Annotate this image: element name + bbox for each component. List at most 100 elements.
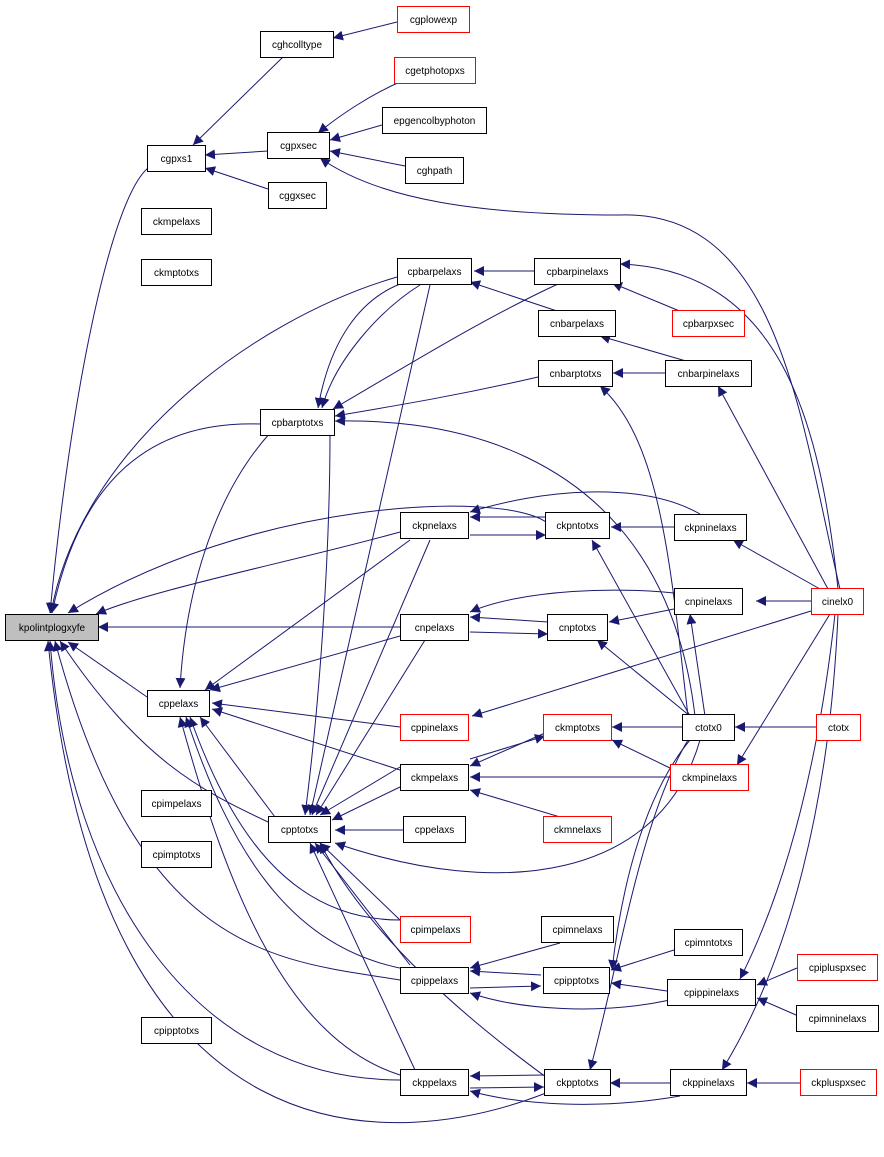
node-cinelx0[interactable]: cinelx0: [811, 588, 864, 615]
node-cggxsec[interactable]: cggxsec: [268, 182, 327, 209]
node-ctotx0[interactable]: ctotx0: [682, 714, 735, 741]
node-cpipluspxsec[interactable]: cpipluspxsec: [797, 954, 878, 981]
node-cpptotxs[interactable]: cpptotxs: [268, 816, 331, 843]
node-ckmpinelaxs[interactable]: ckmpinelaxs: [670, 764, 749, 791]
svg-text:ckpluspxsec: ckpluspxsec: [811, 1078, 865, 1089]
svg-text:epgencolbyphoton: epgencolbyphoton: [394, 116, 476, 127]
svg-text:cpimntotxs: cpimntotxs: [685, 938, 733, 949]
svg-text:ckppinelaxs: ckppinelaxs: [682, 1078, 734, 1089]
svg-text:ctotx: ctotx: [828, 723, 849, 734]
edge-cpimninelaxs-to-cpippinelaxs: [756, 997, 797, 1016]
edge-cinelx0-to-cpbarpinelaxs: [619, 259, 839, 590]
node-cppelaxs-right[interactable]: cppelaxs: [403, 816, 466, 843]
edge-ckpnelaxs-to-kpolintplogxyfe: [95, 531, 401, 615]
edge-ckppelaxs-to-cppelaxs: [177, 716, 401, 1076]
node-kpolintplogxyfe[interactable]: kpolintplogxyfe: [5, 614, 99, 641]
node-cpbarptotxs[interactable]: cpbarptotxs: [260, 409, 335, 436]
node-cnpinelaxs[interactable]: cnpinelaxs: [674, 588, 743, 615]
svg-text:ckpninelaxs: ckpninelaxs: [684, 523, 736, 534]
edge-cggxsec-to-cgpxs1: [204, 166, 269, 190]
node-ckpnelaxs[interactable]: ckpnelaxs: [400, 512, 469, 539]
svg-text:ckpnelaxs: ckpnelaxs: [412, 521, 456, 532]
node-ckpninelaxs[interactable]: ckpninelaxs: [674, 514, 747, 541]
node-cnpelaxs[interactable]: cnpelaxs: [400, 614, 469, 641]
node-cpbarpinelaxs[interactable]: cpbarpinelaxs: [534, 258, 621, 285]
edge-cppelaxs-to-kpolintplogxyfe: [67, 641, 148, 698]
node-cpimnelaxs[interactable]: cpimnelaxs: [541, 916, 614, 943]
edge-cpimnelaxs-to-cpippelaxs: [469, 942, 561, 971]
node-cpbarpelaxs[interactable]: cpbarpelaxs: [397, 258, 472, 285]
node-ckppinelaxs[interactable]: ckppinelaxs: [670, 1069, 747, 1096]
edge-ckmpelaxs-to-cpptotxs: [319, 766, 401, 816]
edge-cpippelaxs-to-kpolintplogxyfe: [52, 640, 401, 981]
svg-text:cppelaxs: cppelaxs: [159, 699, 198, 710]
node-cghcolltype[interactable]: cghcolltype: [260, 31, 334, 58]
svg-text:cpimninelaxs: cpimninelaxs: [809, 1014, 867, 1025]
node-cppinelaxs[interactable]: cppinelaxs: [400, 714, 469, 741]
edge-ckpninelaxs-to-ckpnelaxs: [469, 491, 701, 515]
svg-text:ctotx0: ctotx0: [695, 723, 722, 734]
edge-cpbarpinelaxs-to-cpbarptotxs: [332, 283, 559, 410]
svg-text:cppelaxs: cppelaxs: [415, 825, 454, 836]
edge-cpptotxs-to-kpolintplogxyfe: [59, 640, 269, 823]
node-cnbarptotxs[interactable]: cnbarptotxs: [538, 360, 613, 387]
svg-text:ckmpinelaxs: ckmpinelaxs: [682, 773, 737, 784]
edge-ckppinelaxs-to-ckppelaxs: [469, 1088, 681, 1105]
edge-cppinelaxs-to-cppelaxs: [211, 699, 401, 728]
edge-cinelx0-to-cgpxsec: [319, 157, 841, 590]
node-cnbarpinelaxs[interactable]: cnbarpinelaxs: [665, 360, 752, 387]
edge-cpbarptotxs-to-cppelaxs: [175, 432, 271, 689]
node-cgetphotopxs[interactable]: cgetphotopxs: [394, 57, 476, 84]
node-cnptotxs[interactable]: cnptotxs: [547, 614, 608, 641]
edge-ckmnelaxs-to-ckmpelaxs2: [469, 788, 561, 818]
edge-cpbarpelaxs-to-cpbarptotxs-b: [319, 284, 421, 409]
node-cpippinelaxs[interactable]: cpippinelaxs: [667, 979, 756, 1006]
node-cpimntotxs[interactable]: cpimntotxs: [674, 929, 743, 956]
node-cgpxsec[interactable]: cgpxsec: [267, 132, 330, 159]
svg-text:ckppelaxs: ckppelaxs: [412, 1078, 456, 1089]
node-cnbarpelaxs[interactable]: cnbarpelaxs: [538, 310, 616, 337]
node-cpipptotxs-left[interactable]: cpipptotxs: [141, 1017, 212, 1044]
edge-cinelx0-to-cppinelaxs: [471, 610, 812, 718]
node-epgencolbyphoton[interactable]: epgencolbyphoton: [382, 107, 487, 134]
svg-text:ckmptotxs: ckmptotxs: [154, 268, 199, 279]
node-cpimptotxs[interactable]: cpimptotxs: [141, 841, 212, 868]
node-ckmnelaxs[interactable]: ckmnelaxs: [543, 816, 612, 843]
node-cghpath[interactable]: cghpath: [405, 157, 464, 184]
svg-text:ckpntotxs: ckpntotxs: [556, 521, 598, 532]
edge-cnpelaxs-to-cppelaxs: [209, 635, 401, 693]
node-ckmpelaxs-lower[interactable]: ckmpelaxs: [400, 764, 469, 791]
node-cpippelaxs[interactable]: cpippelaxs: [400, 967, 469, 994]
node-ckpluspxsec[interactable]: ckpluspxsec: [800, 1069, 877, 1096]
svg-text:cpimpelaxs: cpimpelaxs: [410, 925, 460, 936]
svg-text:cpimptotxs: cpimptotxs: [153, 850, 201, 861]
node-cgpxs1[interactable]: cgpxs1: [147, 145, 206, 172]
node-ckmptotxs[interactable]: ckmptotxs: [141, 259, 212, 286]
edge-cinelx0-to-ckppinelaxs: [721, 613, 839, 1071]
node-ckppelaxs[interactable]: ckppelaxs: [400, 1069, 469, 1096]
node-ckpptotxs[interactable]: ckpptotxs: [544, 1069, 611, 1096]
edge-cgpxsec-to-cgpxs1: [204, 149, 269, 160]
edge-ckmptotxs2-to-ckmpelaxs2: [469, 732, 546, 767]
svg-text:cppinelaxs: cppinelaxs: [411, 723, 458, 734]
node-cpimpelaxs-red[interactable]: cpimpelaxs: [400, 916, 471, 943]
node-cpimpelaxs[interactable]: cpimpelaxs: [141, 790, 212, 817]
node-cpipptotxs[interactable]: cpipptotxs: [543, 967, 610, 994]
edge-cpbarptotxs-to-kpolintplogxyfe: [49, 423, 262, 614]
edge-ckmpelaxs2-to-ckmptotxs2: [469, 734, 546, 760]
edge-cinelx0-to-ckmpinelaxs: [736, 613, 831, 766]
node-cpbarpxsec[interactable]: cpbarpxsec: [672, 310, 745, 337]
node-ckpntotxs[interactable]: ckpntotxs: [545, 512, 610, 539]
node-cgplowexp[interactable]: cgplowexp: [397, 6, 470, 33]
node-ckmpelaxs[interactable]: ckmpelaxs: [141, 208, 212, 235]
node-cppelaxs[interactable]: cppelaxs: [147, 690, 210, 717]
node-ckmptotxs-lower[interactable]: ckmptotxs: [543, 714, 612, 741]
node-ctotx[interactable]: ctotx: [816, 714, 861, 741]
svg-text:ckmnelaxs: ckmnelaxs: [554, 825, 601, 836]
edge-cpbarpxsec-to-cpbarpinelaxs: [611, 282, 683, 313]
edge-ckmpinelaxs-to-ckmptotxs2: [611, 739, 671, 769]
node-cpimninelaxs[interactable]: cpimninelaxs: [796, 1005, 879, 1032]
svg-text:cpippelaxs: cpippelaxs: [411, 976, 458, 987]
edge-ckpnelaxs-to-cppelaxs: [204, 539, 411, 691]
